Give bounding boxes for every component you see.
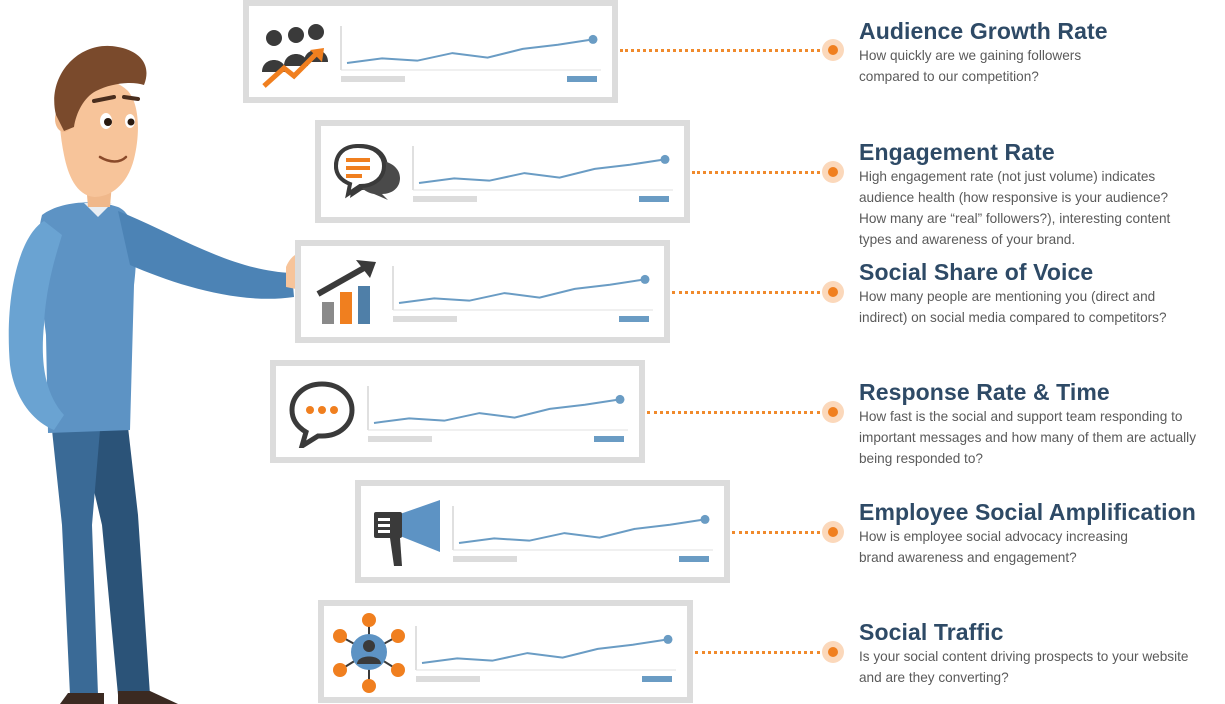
- connector-dot: [822, 161, 844, 183]
- presenter-illustration: [8, 45, 308, 704]
- sparkline-chart: [452, 506, 713, 562]
- connector-dot: [822, 281, 844, 303]
- sparkline-endpoint: [663, 634, 673, 644]
- network-icon: [333, 613, 405, 693]
- sparkline-chart: [392, 266, 653, 322]
- dotted-connector: [620, 49, 820, 52]
- bar-chart-arrow-icon: [316, 260, 376, 324]
- sparkline-endpoint: [640, 274, 650, 284]
- sparkline-endpoint: [700, 514, 710, 524]
- metric-title: Employee Social Amplification: [859, 499, 1196, 525]
- connector-dot: [822, 641, 844, 663]
- metric-title: Audience Growth Rate: [859, 18, 1108, 44]
- metric-social-traffic: Social Traffic Is your social content dr…: [859, 618, 1225, 688]
- sparkline-label-placeholder: [416, 676, 480, 682]
- metric-description: How fast is the social and support team …: [859, 409, 1196, 466]
- sparkline-label-placeholder: [368, 436, 432, 442]
- sparkline-line: [421, 638, 669, 664]
- sparkline-legend-placeholder: [639, 196, 669, 202]
- sparkline-label-placeholder: [413, 196, 477, 202]
- sparkline-endpoint: [588, 34, 598, 44]
- metric-title: Engagement Rate: [859, 139, 1055, 165]
- dotted-connector: [692, 171, 820, 174]
- speech-bubble-icon: [289, 381, 355, 448]
- sparkline-legend-placeholder: [594, 436, 624, 442]
- metric-engagement: Engagement Rate High engagement rate (no…: [859, 138, 1225, 250]
- megaphone-icon: [374, 500, 440, 566]
- sparkline-legend-placeholder: [642, 676, 672, 682]
- sparkline-endpoint: [660, 154, 670, 164]
- sparkline-chart: [367, 386, 628, 442]
- metric-audience-growth: Audience Growth Rate How quickly are we …: [859, 17, 1225, 87]
- metric-description: High engagement rate (not just volume) i…: [859, 169, 1171, 247]
- connector-dot: [822, 39, 844, 61]
- metric-description: Is your social content driving prospects…: [859, 649, 1189, 685]
- dotted-connector: [695, 651, 820, 654]
- metric-description: How is employee social advocacy increasi…: [859, 529, 1128, 565]
- metric-share-of-voice: Social Share of Voice How many people ar…: [859, 258, 1225, 328]
- audience-growth-icon: [262, 24, 328, 88]
- dotted-connector: [647, 411, 820, 414]
- sparkline-chart: [412, 146, 673, 202]
- sparkline-line: [458, 518, 706, 544]
- sparkline-chart: [415, 626, 676, 682]
- sparkline-legend-placeholder: [567, 76, 597, 82]
- sparkline-endpoint: [615, 394, 625, 404]
- sparkline-line: [346, 38, 594, 64]
- metric-title: Response Rate & Time: [859, 379, 1110, 405]
- sparkline-legend-placeholder: [679, 556, 709, 562]
- metric-card-response-rate: [270, 360, 645, 463]
- sparkline-legend-placeholder: [619, 316, 649, 322]
- dotted-connector: [672, 291, 820, 294]
- sparkline-line: [418, 158, 666, 184]
- sparkline-line: [373, 398, 621, 424]
- metric-response-rate: Response Rate & Time How fast is the soc…: [859, 378, 1225, 469]
- sparkline-line: [398, 278, 646, 304]
- sparkline-label-placeholder: [453, 556, 517, 562]
- metric-title: Social Traffic: [859, 619, 1004, 645]
- metric-card-audience-growth: [243, 0, 618, 103]
- connector-dot: [822, 521, 844, 543]
- connector-dot: [822, 401, 844, 423]
- sparkline-label-placeholder: [341, 76, 405, 82]
- metric-employee-amplification: Employee Social Amplification How is emp…: [859, 498, 1225, 568]
- metric-title: Social Share of Voice: [859, 259, 1094, 285]
- metric-card-share-of-voice: [295, 240, 670, 343]
- sparkline-chart: [340, 26, 601, 82]
- dotted-connector: [732, 531, 820, 534]
- metric-description: How many people are mentioning you (dire…: [859, 289, 1167, 325]
- chat-bubbles-icon: [333, 143, 400, 200]
- metric-description: How quickly are we gaining followers com…: [859, 48, 1082, 84]
- sparkline-label-placeholder: [393, 316, 457, 322]
